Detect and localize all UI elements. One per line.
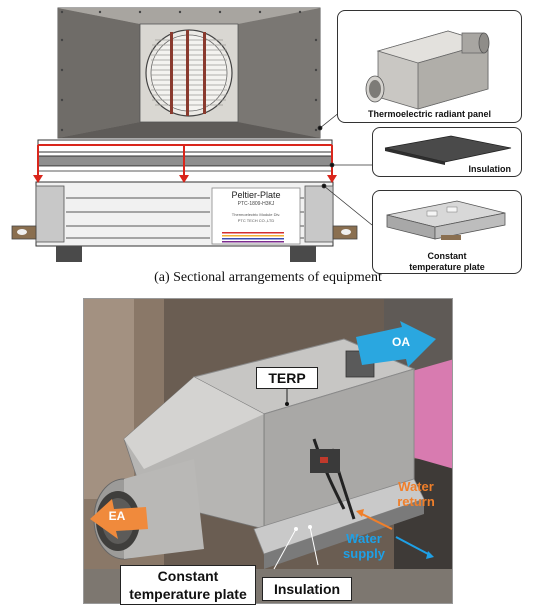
- callout-ctp-label-2: temperature plate: [409, 262, 485, 272]
- equipment-photo: OA EA TERP Water return Water supply: [83, 298, 453, 604]
- photo-ctp-label: Constant temperature plate: [120, 565, 256, 605]
- callout-terp: Thermoelectric radiant panel: [337, 10, 522, 123]
- callout-insulation-label: Insulation: [468, 164, 512, 174]
- water-return-line1: Water: [398, 479, 434, 494]
- callout-ctp-label-1: Constant: [427, 251, 467, 261]
- photo-scene: [84, 299, 452, 603]
- equipment-diagram: [11, 7, 373, 262]
- water-arrows: [356, 509, 434, 559]
- water-return-label: Water return: [386, 479, 446, 509]
- peltier-sub2: PTC TECH CO.,LTD: [237, 218, 275, 223]
- peltier-label: Peltier-Plate PTC-1809-H3KJ Thermoelectr…: [212, 190, 300, 224]
- terp-leader: [285, 389, 289, 406]
- oa-arrow: [356, 321, 436, 367]
- leader-lines: [317, 111, 373, 226]
- photo-insulation-label: Insulation: [262, 577, 352, 601]
- ea-label: EA: [108, 509, 126, 523]
- terp-duct-drawing: [57, 7, 321, 139]
- water-return-line2: return: [397, 494, 435, 509]
- oa-label: OA: [392, 335, 410, 349]
- constant-temperature-plate-drawing: [11, 181, 358, 262]
- callout-ctp: Constant temperature plate: [372, 190, 522, 274]
- assembly-arrows: [33, 144, 337, 183]
- photo-terp-label: TERP: [256, 367, 318, 389]
- terp-render-image: [365, 30, 490, 110]
- bottom-leaders: [273, 525, 319, 570]
- peltier-title: Peltier-Plate: [231, 190, 281, 200]
- callout-terp-label: Thermoelectric radiant panel: [367, 109, 492, 119]
- water-supply-label: Water supply: [334, 531, 394, 561]
- photo-ctp-line1: Constant: [157, 568, 219, 584]
- water-supply-line2: supply: [343, 546, 385, 561]
- photo-ctp-line2: temperature plate: [129, 586, 247, 602]
- insulation-render-image: [384, 135, 512, 165]
- ctp-render-image: [386, 200, 506, 240]
- caption-a: (a) Sectional arrangements of equipment: [154, 270, 382, 285]
- water-supply-line1: Water: [346, 531, 382, 546]
- ea-arrow: [90, 499, 148, 539]
- peltier-sub1: Thermoelectric Module Div.: [231, 212, 281, 217]
- peltier-model: PTC-1809-H3KJ: [237, 201, 275, 207]
- callout-insulation: Insulation: [372, 127, 522, 177]
